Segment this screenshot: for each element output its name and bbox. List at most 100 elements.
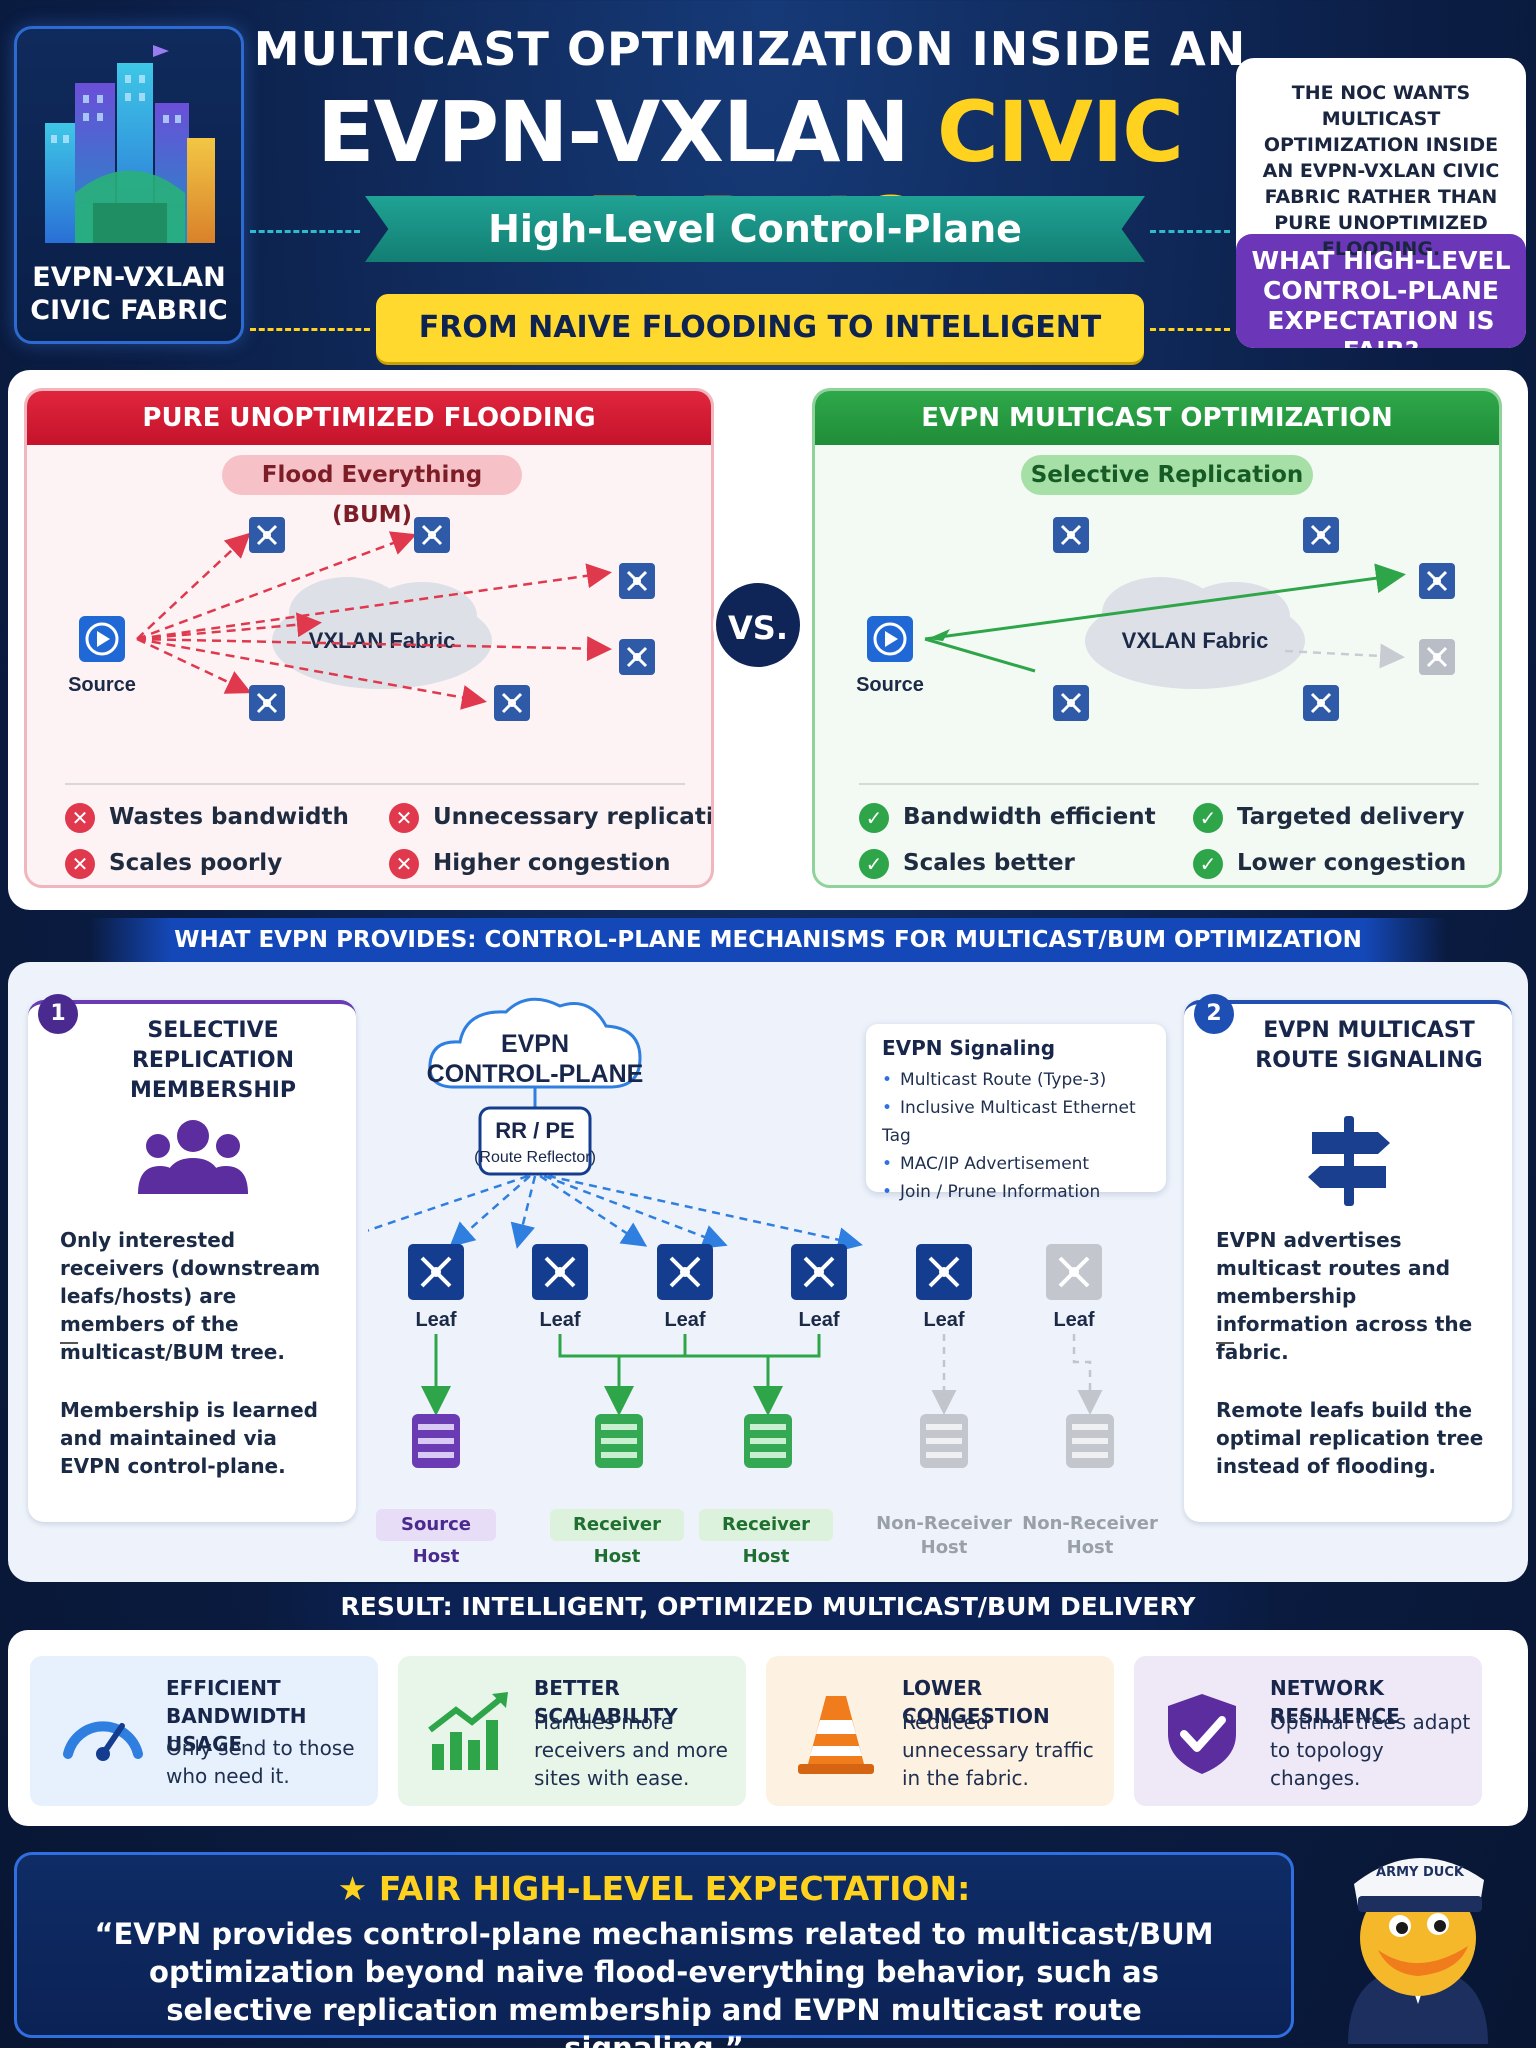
route-reflector-node bbox=[478, 1106, 592, 1176]
benefit-title: EFFICIENT BANDWIDTH USAGE bbox=[166, 1676, 307, 1756]
mascot-cap-label: ARMY DUCK bbox=[1376, 1865, 1465, 1880]
card-text: EVPN advertises multicast routes and mem… bbox=[1216, 1228, 1473, 1364]
receiver-host-icon bbox=[744, 1414, 792, 1468]
benefit-card: EFFICIENT BANDWIDTH USAGE Only send to t… bbox=[30, 1656, 378, 1806]
card-text: Only interested receivers (downstream le… bbox=[60, 1228, 321, 1364]
benefit-title: LOWER CONGESTION bbox=[902, 1676, 1050, 1728]
provides-banner: WHAT EVPN PROVIDES: CONTROL-PLANE MECHAN… bbox=[90, 918, 1446, 962]
benefit-text: Reduced unnecessary traffic in the fabri… bbox=[902, 1710, 1094, 1790]
card-title: SELECTIVE REPLICATION MEMBERSHIP bbox=[129, 1018, 297, 1103]
leaf-switch-icon bbox=[406, 1242, 466, 1302]
switch-icon bbox=[412, 515, 452, 555]
pill-left-dash bbox=[250, 328, 370, 331]
source-host-label: Source Host bbox=[376, 1509, 496, 1567]
switch-icon bbox=[247, 683, 287, 723]
bullet-item: ✕Unnecessary replication bbox=[389, 801, 711, 833]
card-text: Membership is learned and maintained via… bbox=[60, 1398, 318, 1478]
signaling-item: MAC/IP Advertisement bbox=[882, 1150, 1150, 1178]
benefit-card: NETWORK RESILIENCE Optimal trees adapt t… bbox=[1134, 1656, 1482, 1806]
evpn-signaling-box: EVPN Signaling Multicast Route (Type-3) … bbox=[866, 1024, 1166, 1202]
bullet-item: ✓Scales better bbox=[859, 847, 1075, 879]
benefit-card: BETTER SCALABILITY Handles more receiver… bbox=[398, 1656, 746, 1806]
cloud-label-line1: EVPN bbox=[501, 1030, 569, 1058]
play-icon bbox=[85, 622, 119, 656]
city-skyline-icon bbox=[45, 45, 215, 243]
separator bbox=[60, 1342, 78, 1344]
switch-icon bbox=[1417, 637, 1457, 677]
number-badge: 1 bbox=[38, 994, 78, 1034]
control-plane-cloud bbox=[428, 997, 642, 1089]
mechanisms-panel: 1 SELECTIVE REPLICATION MEMBERSHIP Only … bbox=[8, 962, 1528, 1582]
cloud-label-line2: CONTROL-PLANE bbox=[427, 1060, 644, 1088]
switch-icon bbox=[617, 561, 657, 601]
leaf-switch-icon bbox=[655, 1242, 715, 1302]
check-icon: ✓ bbox=[1193, 848, 1223, 879]
signaling-item: Multicast Route (Type-3) bbox=[882, 1066, 1150, 1094]
bullet-item: ✓Bandwidth efficient bbox=[859, 801, 1156, 833]
x-icon: ✕ bbox=[389, 802, 419, 833]
logo-text-line1: EVPN-VXLAN bbox=[32, 262, 226, 293]
source-label: Source bbox=[68, 674, 136, 696]
non-receiver-host-icon bbox=[920, 1414, 968, 1468]
benefit-text: Handles more receivers and more sites wi… bbox=[534, 1710, 728, 1790]
comparison-panel: PURE UNOPTIMIZED FLOODING Flood Everythi… bbox=[8, 370, 1528, 910]
benefit-card: LOWER CONGESTION Reduced unnecessary tra… bbox=[766, 1656, 1114, 1806]
source-label: Source bbox=[856, 674, 924, 696]
selective-replication-card: 1 SELECTIVE REPLICATION MEMBERSHIP Only … bbox=[28, 994, 356, 1522]
switch-icon bbox=[1301, 515, 1341, 555]
optimization-card-title: EVPN MULTICAST OPTIMIZATION bbox=[815, 391, 1499, 445]
switch-icon bbox=[1301, 683, 1341, 723]
signaling-item: Inclusive Multicast Ethernet Tag bbox=[882, 1094, 1150, 1150]
switch-icon bbox=[492, 683, 532, 723]
fair-quote: “EVPN provides control-plane mechanisms … bbox=[94, 1917, 1214, 2048]
leaf-label: Leaf bbox=[539, 1309, 580, 1331]
receiver-host-icon bbox=[595, 1414, 643, 1468]
shield-check-icon bbox=[1168, 1694, 1236, 1774]
x-icon: ✕ bbox=[65, 848, 95, 879]
headline-pill: FROM NAIVE FLOODING TO INTELLIGENT DELIV… bbox=[376, 294, 1144, 413]
noc-question-box: THE NOC WANTS MULTICAST OPTIMIZATION INS… bbox=[1236, 58, 1526, 348]
non-receiver-host-icon bbox=[1066, 1414, 1114, 1468]
traffic-cone-icon bbox=[798, 1696, 874, 1774]
flooding-card: PURE UNOPTIMIZED FLOODING Flood Everythi… bbox=[24, 388, 714, 888]
optimization-bullets: ✓Bandwidth efficient ✓Targeted delivery … bbox=[859, 783, 1479, 879]
result-banner: RESULT: INTELLIGENT, OPTIMIZED MULTICAST… bbox=[260, 1584, 1276, 1630]
leaf-label: Leaf bbox=[923, 1309, 964, 1331]
group-users-icon bbox=[138, 1120, 248, 1194]
flooding-card-title: PURE UNOPTIMIZED FLOODING bbox=[27, 391, 711, 445]
leaf-label: Leaf bbox=[415, 1309, 456, 1331]
switch-icon bbox=[247, 515, 287, 555]
benefit-text: Only send to those who need it. bbox=[166, 1736, 355, 1788]
leaf-switch-icon bbox=[914, 1242, 974, 1302]
switch-icon bbox=[617, 637, 657, 677]
growth-chart-icon bbox=[428, 1692, 508, 1770]
optimization-card: EVPN MULTICAST OPTIMIZATION Selective Re… bbox=[812, 388, 1502, 888]
switch-icon bbox=[1417, 561, 1457, 601]
source-host-icon bbox=[412, 1414, 460, 1468]
check-icon: ✓ bbox=[1193, 802, 1223, 833]
x-icon: ✕ bbox=[65, 802, 95, 833]
fair-title: ★ FAIR HIGH-LEVEL EXPECTATION: bbox=[337, 1869, 971, 1908]
receiver-host-label: Receiver Host bbox=[550, 1509, 684, 1567]
vxlan-fabric-label: VXLAN Fabric bbox=[309, 628, 456, 653]
logo-badge: EVPN-VXLAN CIVIC FABRIC bbox=[14, 26, 244, 344]
duck-mascot-icon: ARMY DUCK bbox=[1348, 1857, 1488, 2044]
bullet-item: ✕Wastes bandwidth bbox=[65, 801, 349, 833]
title-line1: MULTICAST OPTIMIZATION INSIDE AN bbox=[253, 22, 1247, 76]
leaf-label: Leaf bbox=[664, 1309, 705, 1331]
leaf-switch-icon bbox=[789, 1242, 849, 1302]
logo-text-line2: CIVIC FABRIC bbox=[30, 295, 228, 326]
selective-path bbox=[924, 637, 1036, 673]
check-icon: ✓ bbox=[859, 848, 889, 879]
bullet-item: ✓Targeted delivery bbox=[1193, 801, 1464, 833]
star-icon: ★ bbox=[337, 1869, 368, 1908]
signaling-item: Join / Prune Information bbox=[882, 1178, 1150, 1206]
ribbon-left-dash bbox=[250, 230, 360, 233]
flooding-bullets: ✕Wastes bandwidth ✕Unnecessary replicati… bbox=[65, 783, 711, 879]
vxlan-fabric-label: VXLAN Fabric bbox=[1122, 628, 1269, 653]
title-line2-white: EVPN-VXLAN bbox=[317, 83, 910, 181]
fair-expectation-box: ★ FAIR HIGH-LEVEL EXPECTATION: “EVPN pro… bbox=[14, 1852, 1294, 2048]
leaf-label: Leaf bbox=[1053, 1309, 1094, 1331]
